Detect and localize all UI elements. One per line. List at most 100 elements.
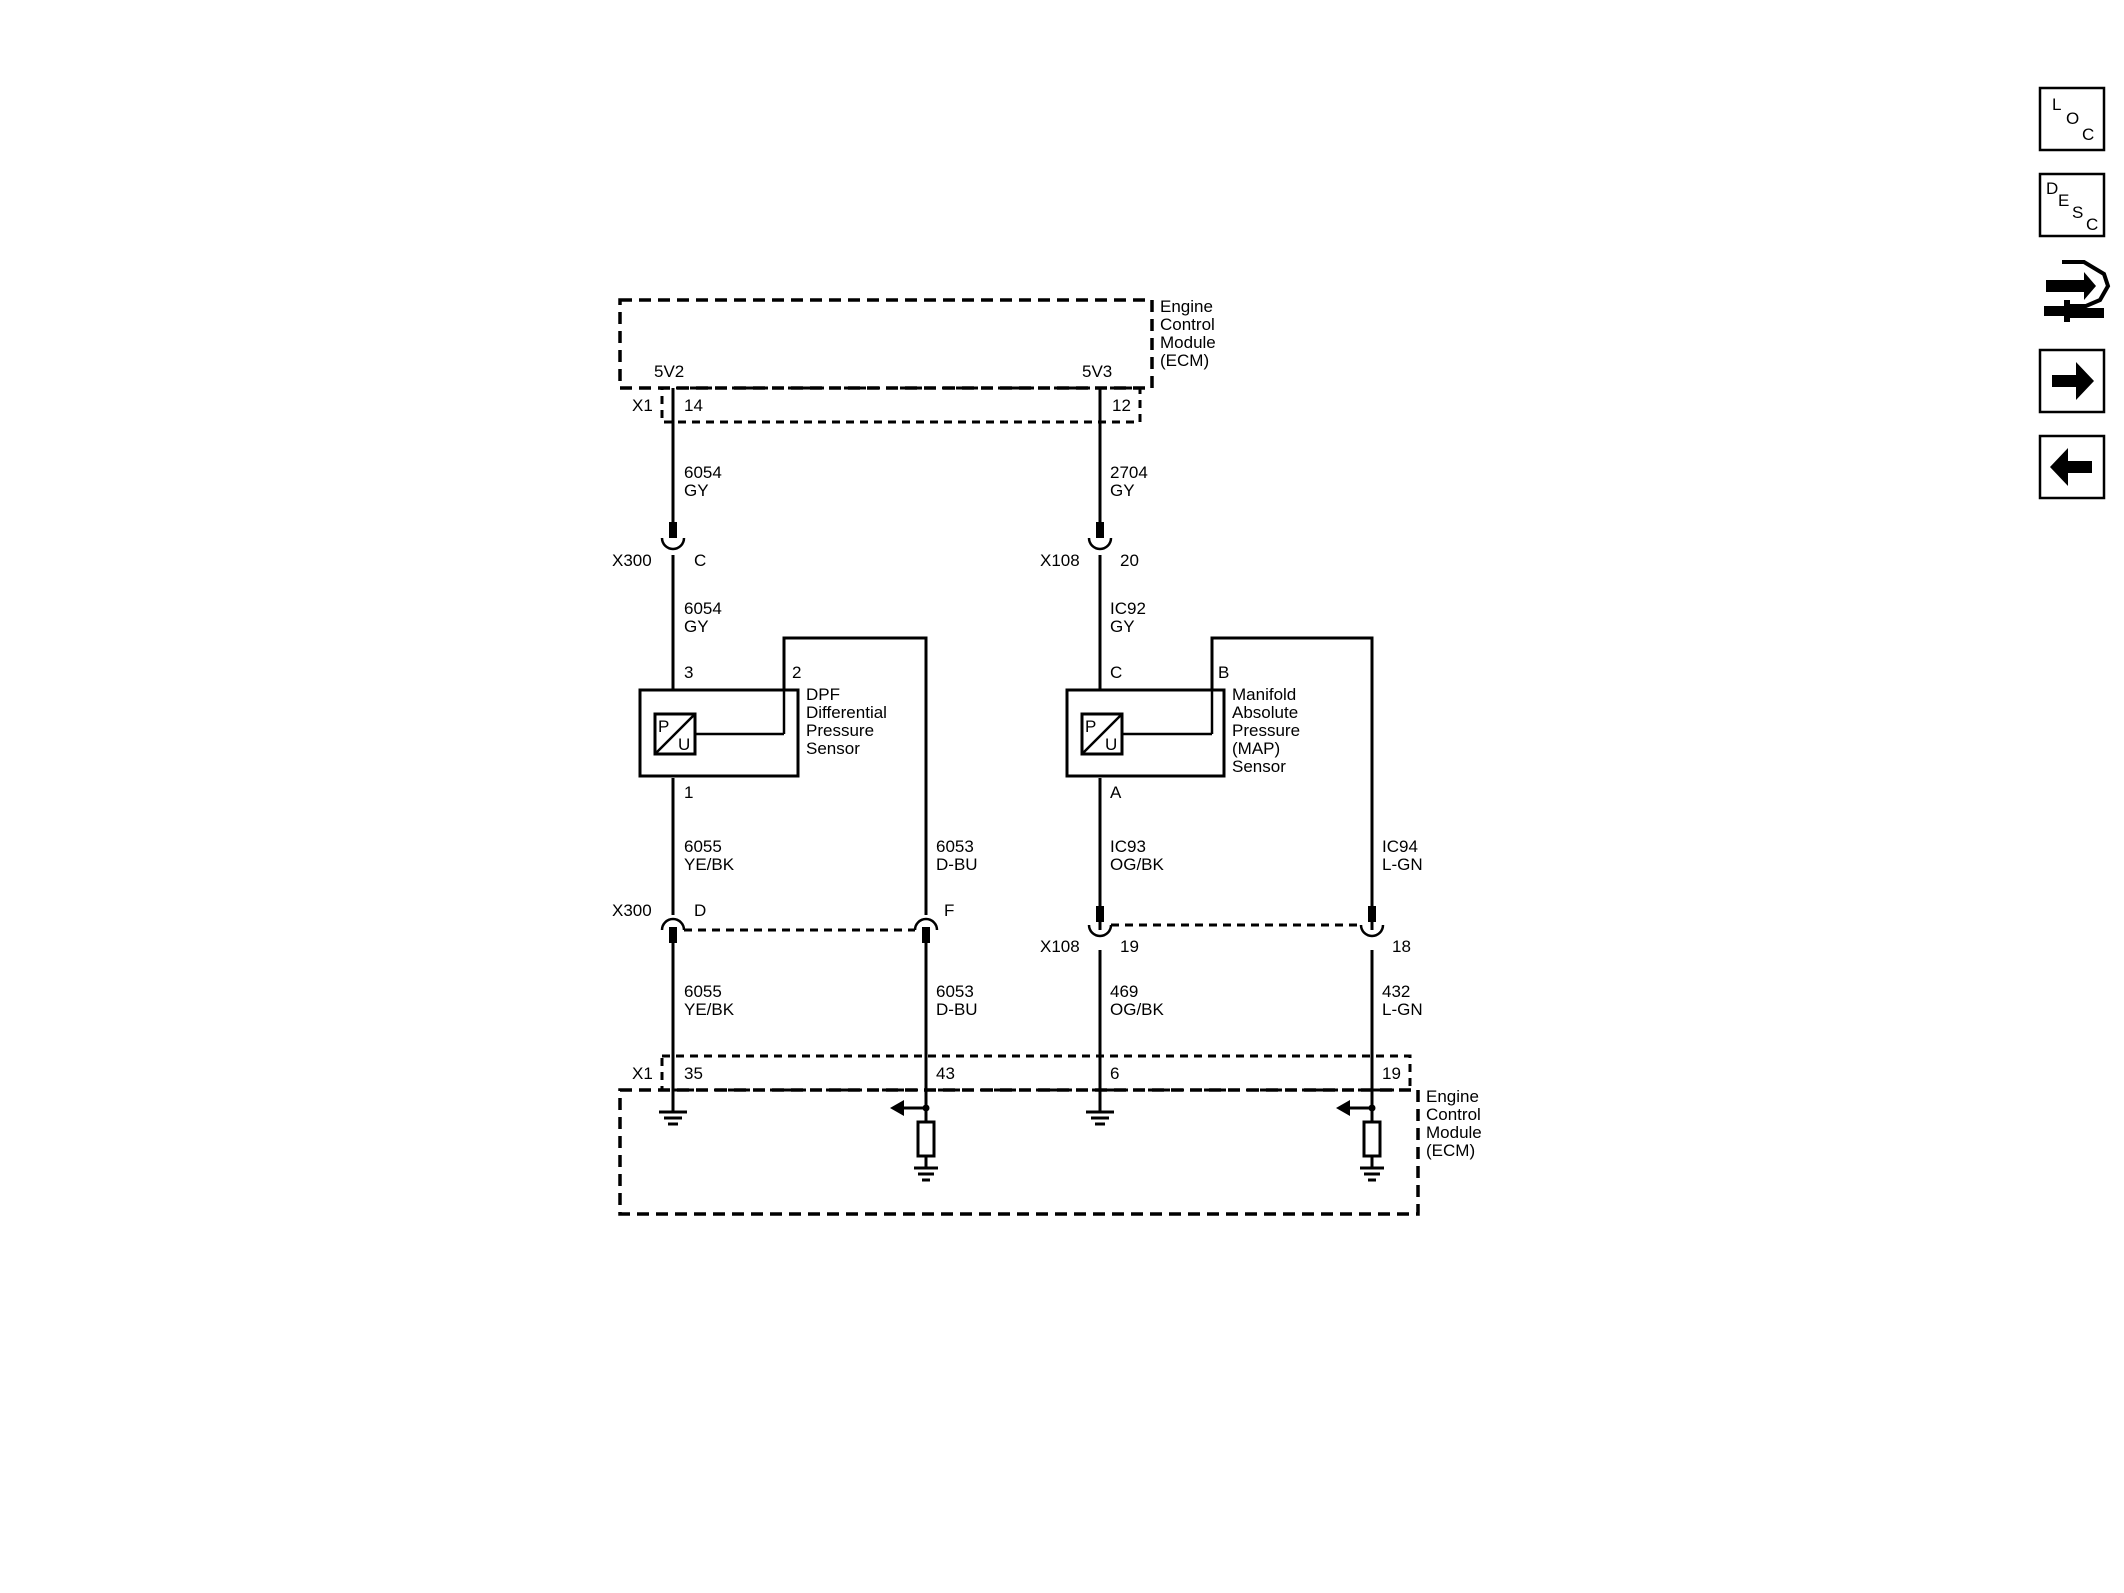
- wire-color: YE/BK: [684, 1000, 735, 1019]
- loc-letter-c: C: [2082, 125, 2094, 144]
- connector-x300-d: [660, 917, 686, 943]
- connector-pin: 19: [1120, 937, 1139, 956]
- connector-x300-f: [913, 917, 939, 943]
- wire-color: L-GN: [1382, 855, 1423, 874]
- ecm-top-title-3: Module: [1160, 333, 1216, 352]
- connector-x300-c: [660, 522, 686, 551]
- wire-circuit: 469: [1110, 982, 1138, 1001]
- dpf-differential-pressure-sensor: P U 3 2 1 DPF Differential Pressure Sens…: [638, 663, 887, 802]
- ecm-top-title-1: Engine: [1160, 297, 1213, 316]
- ecm-bottom-pin-35: 35: [684, 1064, 703, 1083]
- dpf-name-4: Sensor: [806, 739, 860, 758]
- ecm-top-signal-5v2: 5V2: [654, 362, 684, 381]
- connector-name: X300: [612, 551, 652, 570]
- dpf-glyph-p: P: [658, 717, 669, 736]
- ecm-bottom-connector-label: X1: [632, 1064, 653, 1083]
- desc-letter-s: S: [2072, 203, 2083, 222]
- wire-color: GY: [684, 617, 709, 636]
- map-name-3: Pressure: [1232, 721, 1300, 740]
- map-name-2: Absolute: [1232, 703, 1298, 722]
- wire-circuit: IC94: [1382, 837, 1418, 856]
- wire-labels: 6054 GY 2704 GY 6054 GY IC92 GY 6055 YE/…: [684, 463, 1423, 1019]
- loc-button[interactable]: L O C: [2038, 86, 2106, 152]
- connector-labels: X300 C X108 20 X300 D F X108 19 18: [612, 551, 1411, 956]
- loc-letter-l: L: [2052, 95, 2061, 114]
- connector-pin: 18: [1392, 937, 1411, 956]
- map-pin-a: A: [1110, 783, 1122, 802]
- desc-letter-c: C: [2086, 215, 2098, 234]
- wire-color: L-GN: [1382, 1000, 1423, 1019]
- dpf-pin-1: 1: [684, 783, 693, 802]
- ecm-top-pin-12: 12: [1112, 396, 1131, 415]
- connector-name: X108: [1040, 551, 1080, 570]
- connector-pin: D: [694, 901, 706, 920]
- dpf-pin-3: 3: [684, 663, 693, 682]
- wire-circuit: 6053: [936, 837, 974, 856]
- map-pin-c: C: [1110, 663, 1122, 682]
- arrow-left-icon[interactable]: [2038, 434, 2106, 500]
- map-name-4: (MAP): [1232, 739, 1280, 758]
- dpf-pin-2: 2: [792, 663, 801, 682]
- map-glyph-p: P: [1085, 717, 1096, 736]
- connector-x108-18: [1359, 906, 1385, 938]
- wire-color: OG/BK: [1110, 855, 1165, 874]
- dpf-name-3: Pressure: [806, 721, 874, 740]
- map-name-1: Manifold: [1232, 685, 1296, 704]
- ecm-bottom-pin-19: 19: [1382, 1064, 1401, 1083]
- ground-icon: [659, 1110, 687, 1126]
- ecm-top-module: Engine Control Module (ECM) 5V2 5V3 X1 1…: [618, 297, 1216, 424]
- wire-color: YE/BK: [684, 855, 735, 874]
- map-pin-b: B: [1218, 663, 1229, 682]
- wire-lines: [671, 388, 1374, 1112]
- arrow-right-icon[interactable]: [2038, 348, 2106, 414]
- wire-circuit: 432: [1382, 982, 1410, 1001]
- dpf-name-1: DPF: [806, 685, 840, 704]
- connector-x108-19: [1087, 906, 1113, 938]
- ecm-bottom-title-2: Control: [1426, 1105, 1481, 1124]
- wire-circuit: IC92: [1110, 599, 1146, 618]
- wire-color: D-BU: [936, 1000, 978, 1019]
- wire-circuit: 6054: [684, 599, 722, 618]
- ecm-bottom-pin-43: 43: [936, 1064, 955, 1083]
- ecm-top-title-4: (ECM): [1160, 351, 1209, 370]
- connector-pin: 20: [1120, 551, 1139, 570]
- wire-circuit: 6055: [684, 982, 722, 1001]
- wire-circuit: 2704: [1110, 463, 1148, 482]
- connector-pin: F: [944, 901, 954, 920]
- desc-letter-d: D: [2046, 179, 2058, 198]
- desc-button[interactable]: D E S C: [2038, 172, 2106, 238]
- map-name-5: Sensor: [1232, 757, 1286, 776]
- ecm-top-title-2: Control: [1160, 315, 1215, 334]
- wire-color: GY: [1110, 481, 1135, 500]
- connector-end-view-icon[interactable]: [2044, 260, 2111, 322]
- connector-x108-20: [1087, 522, 1113, 551]
- ecm-bottom-pin-6: 6: [1110, 1064, 1119, 1083]
- wire-color: OG/BK: [1110, 1000, 1165, 1019]
- ecm-bottom-title-3: Module: [1426, 1123, 1482, 1142]
- wire-circuit: 6055: [684, 837, 722, 856]
- wire-circuit: IC93: [1110, 837, 1146, 856]
- connector-pin: C: [694, 551, 706, 570]
- wire-color: D-BU: [936, 855, 978, 874]
- ecm-top-pin-14: 14: [684, 396, 703, 415]
- wire-color: GY: [1110, 617, 1135, 636]
- wire-circuit: 6054: [684, 463, 722, 482]
- map-glyph-u: U: [1105, 735, 1117, 754]
- input-resistor-icon: [1336, 1100, 1384, 1182]
- connector-name: X108: [1040, 937, 1080, 956]
- ecm-top-signal-5v3: 5V3: [1082, 362, 1112, 381]
- ecm-bottom-title-1: Engine: [1426, 1087, 1479, 1106]
- wire-color: GY: [684, 481, 709, 500]
- ground-icon: [1086, 1110, 1114, 1126]
- input-resistor-icon: [890, 1100, 938, 1182]
- dpf-name-2: Differential: [806, 703, 887, 722]
- desc-letter-e: E: [2058, 191, 2069, 210]
- ecm-bottom-module: X1 35 43 6 19 Engine Control Module (ECM…: [618, 1054, 1482, 1216]
- wire-circuit: 6053: [936, 982, 974, 1001]
- map-sensor: P U C B A Manifold Absolute Pressure (MA…: [1065, 663, 1300, 802]
- connector-name: X300: [612, 901, 652, 920]
- dpf-glyph-u: U: [678, 735, 690, 754]
- ecm-top-connector-label: X1: [632, 396, 653, 415]
- ecm-bottom-title-4: (ECM): [1426, 1141, 1475, 1160]
